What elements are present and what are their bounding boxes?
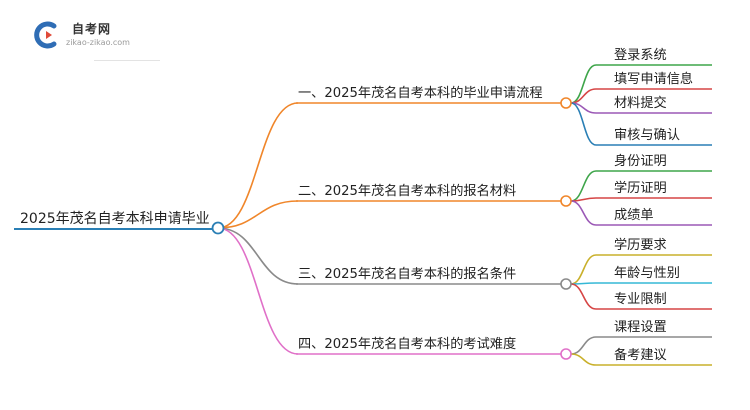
child-edge xyxy=(570,64,597,104)
child-edge xyxy=(570,254,597,285)
child-edge xyxy=(570,200,597,226)
child-label: 年龄与性别 xyxy=(614,265,680,281)
child-label: 身份证明 xyxy=(614,153,667,169)
child-label: 登录系统 xyxy=(614,47,667,63)
child-label: 填写申请信息 xyxy=(614,70,693,87)
branch-edge xyxy=(217,227,299,355)
logo: 自考网 zikao-zikao.com xyxy=(32,18,160,61)
child-label: 材料提交 xyxy=(614,94,667,111)
logo-divider xyxy=(94,60,160,61)
child-label: 成绩单 xyxy=(614,207,654,223)
branch-edge xyxy=(217,227,299,285)
child-edge xyxy=(570,283,597,310)
branch-label: 四、2025年茂名自考本科的考试难度 xyxy=(298,336,516,352)
child-edge xyxy=(570,170,597,202)
logo-title: 自考网 xyxy=(72,22,112,36)
branch-label: 一、2025年茂名自考本科的毕业申请流程 xyxy=(298,85,543,101)
child-edge xyxy=(570,336,597,355)
child-label: 专业限制 xyxy=(614,291,667,307)
child-edge xyxy=(570,102,597,146)
mind-map-nodes: 2025年茂名自考本科申请毕业 一、2025年茂名自考本科的毕业申请流程 登录系统填… xyxy=(20,47,693,363)
child-label: 备考建议 xyxy=(614,346,667,363)
logo-subtitle: zikao-zikao.com xyxy=(66,38,130,47)
branch-node-circle[interactable] xyxy=(560,97,572,109)
child-label: 课程设置 xyxy=(614,319,667,335)
branch-edge xyxy=(217,200,299,229)
branch-label: 二、2025年茂名自考本科的报名材料 xyxy=(298,183,516,199)
branch-label: 三、2025年茂名自考本科的报名条件 xyxy=(298,265,516,282)
child-label: 学历证明 xyxy=(614,180,667,196)
root-node-label: 2025年茂名自考本科申请毕业 xyxy=(20,210,210,227)
branch-node-circle[interactable] xyxy=(560,278,572,290)
branch-node-circle[interactable] xyxy=(560,195,572,207)
branch-node-circle[interactable] xyxy=(560,348,572,360)
root-node-circle[interactable] xyxy=(211,221,225,235)
branch-edge xyxy=(217,102,299,229)
child-label: 审核与确认 xyxy=(614,127,680,143)
child-label: 学历要求 xyxy=(614,237,667,253)
child-edge xyxy=(570,353,597,366)
mind-map-edges xyxy=(14,64,712,366)
logo-c-icon xyxy=(34,21,57,49)
